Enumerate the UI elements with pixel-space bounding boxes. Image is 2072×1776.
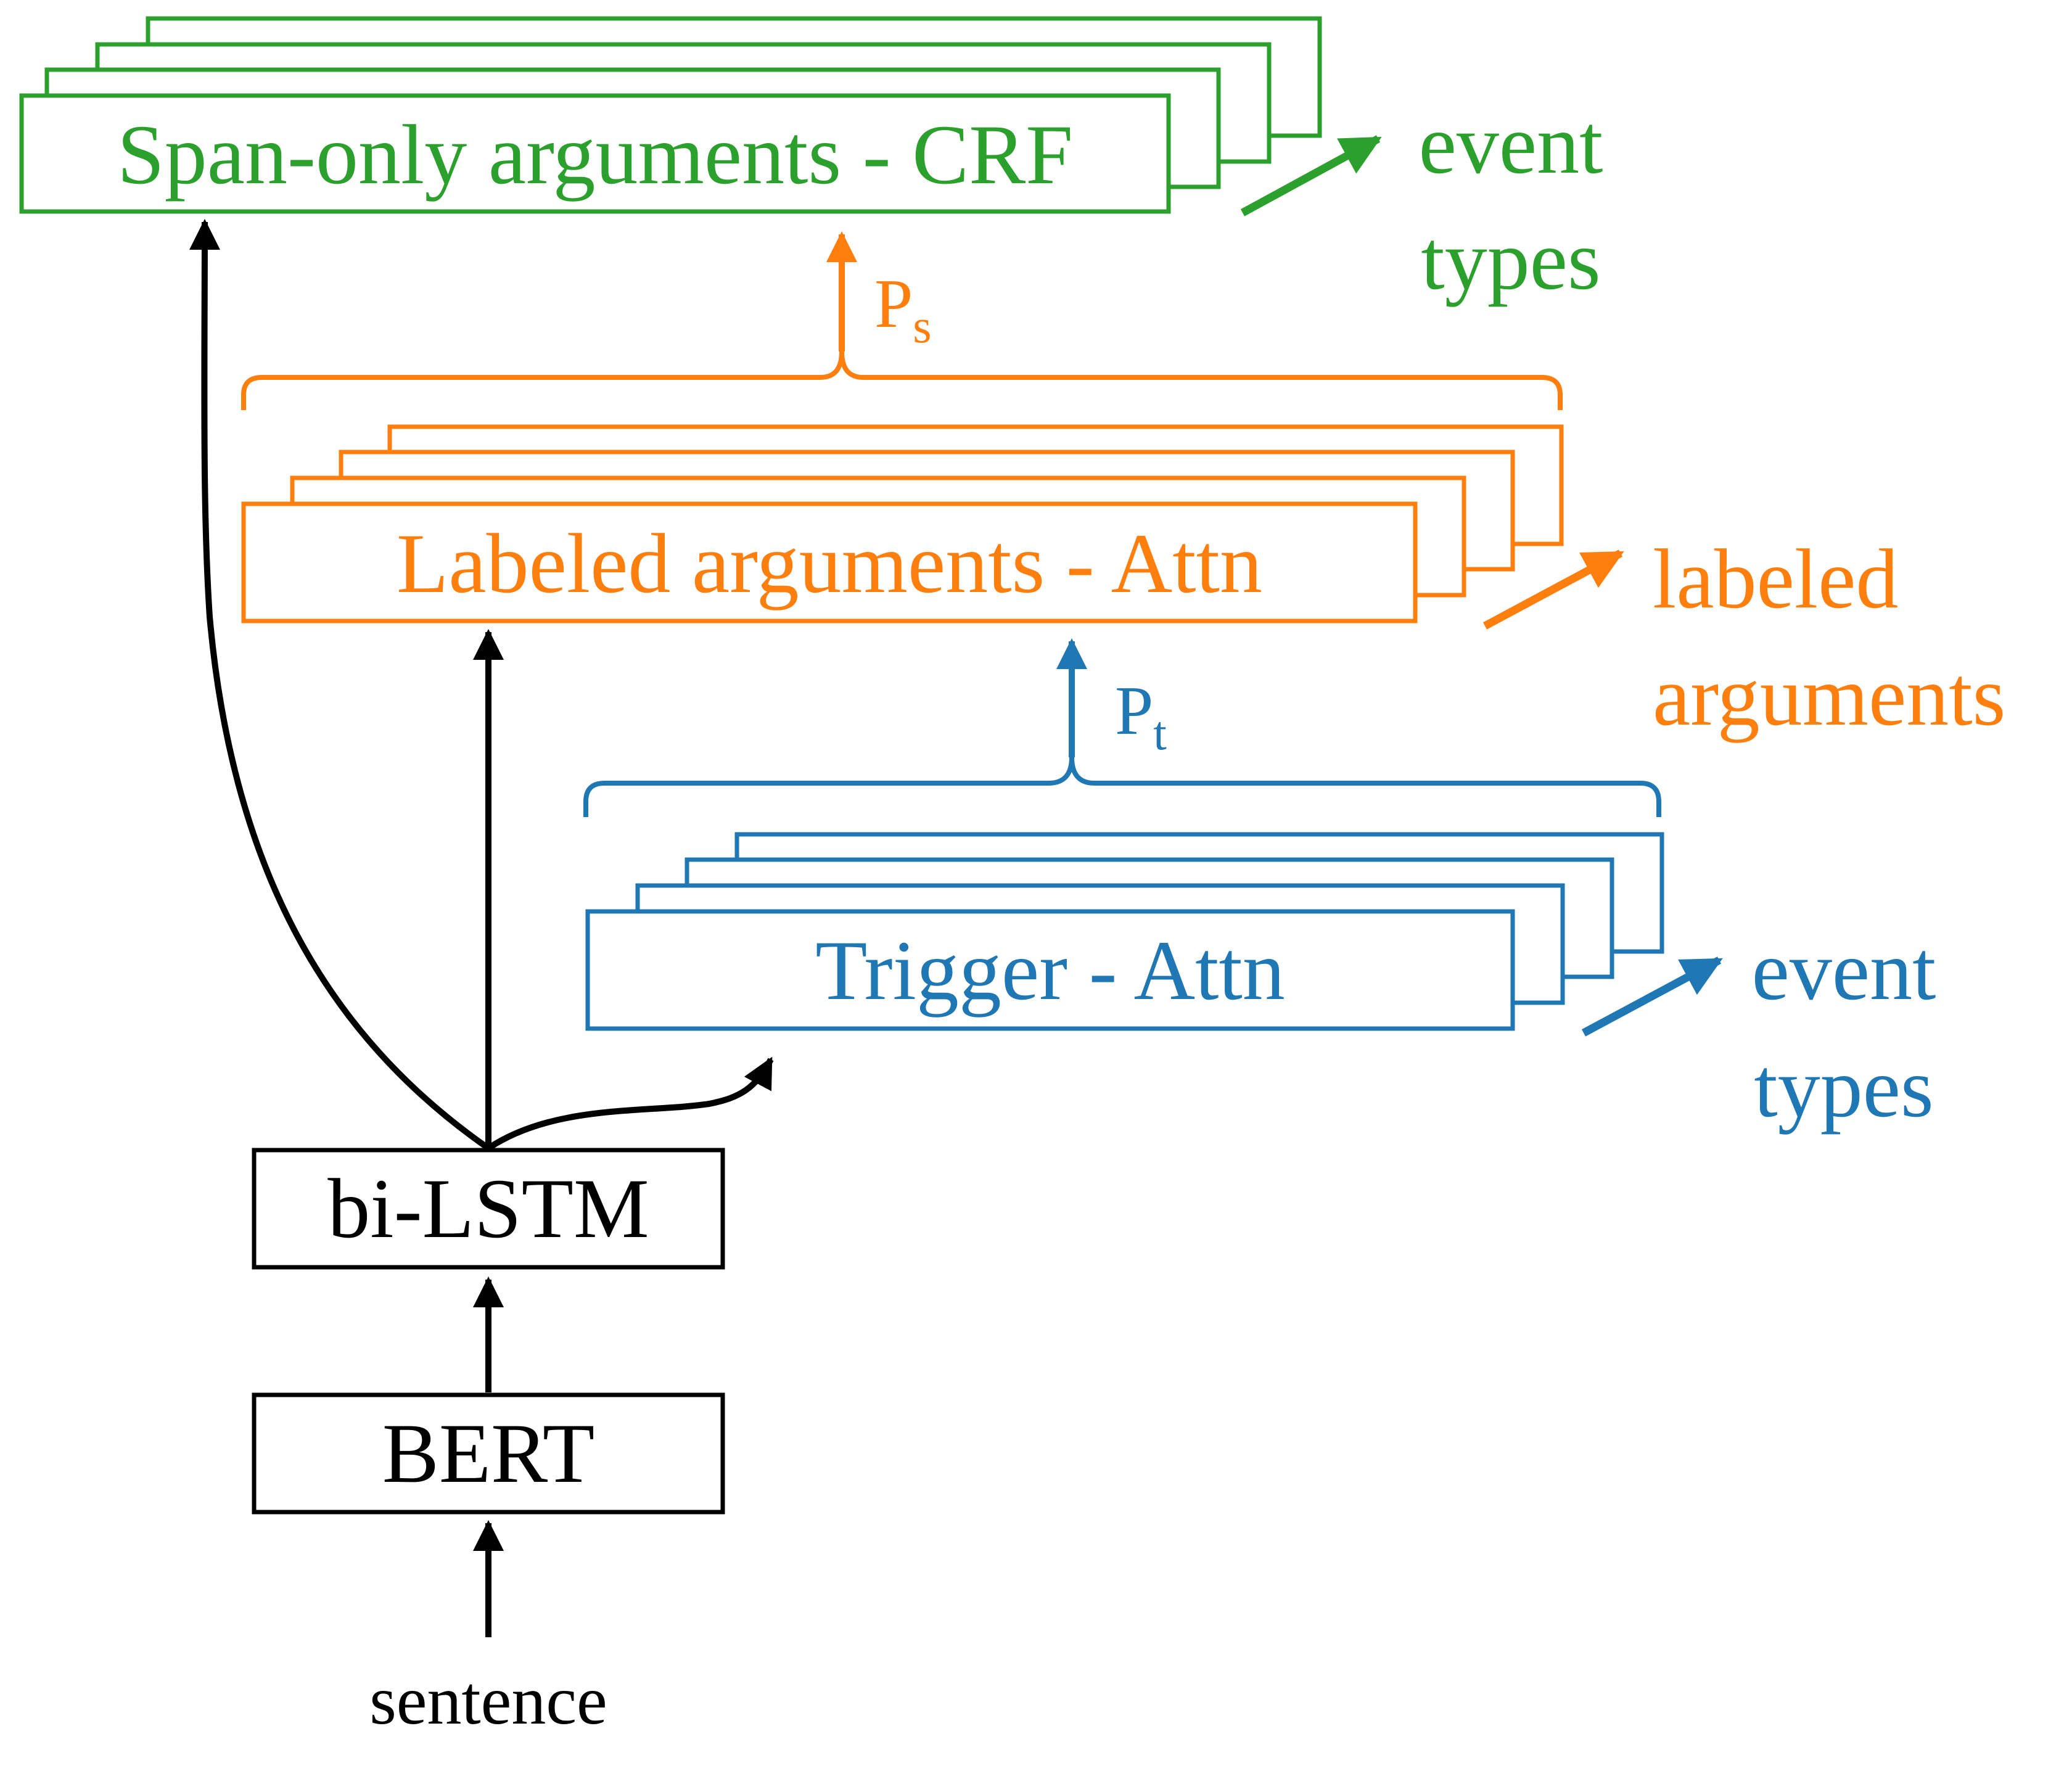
bilstm-label: bi-LSTM	[327, 1161, 649, 1256]
labeled-output-arrow	[1482, 549, 1624, 630]
labeled-output-label-line1: labeled	[1653, 532, 1898, 626]
bilstm-to-span-arrow	[189, 219, 490, 1151]
span-output-label-line1: event	[1419, 97, 1603, 191]
sentence-label: sentence	[369, 1663, 607, 1739]
ps-label: Ps	[874, 266, 932, 353]
pt-label: Pt	[1115, 673, 1167, 760]
span-crf-box	[19, 93, 1171, 214]
labeled-attn-box	[241, 501, 1418, 623]
trigger-output-label-line2: types	[1754, 1040, 1933, 1135]
span-output-label-line2: types	[1421, 213, 1600, 307]
labeled-brace	[241, 351, 1563, 410]
labeled-output-label-line2: arguments	[1653, 649, 2005, 743]
bert-box	[252, 1392, 725, 1515]
span-crf-label: Span-only arguments - CRF	[117, 107, 1073, 202]
labeled-attn-stack	[241, 424, 1564, 623]
bilstm-to-trigger-arrow	[487, 1056, 774, 1151]
span-crf-stack	[19, 16, 1322, 214]
labeled-attn-label: Labeled arguments - Attn	[397, 516, 1262, 610]
bilstm-box	[252, 1148, 725, 1270]
trigger-attn-label: Trigger - Attn	[815, 923, 1285, 1018]
trigger-attn-stack	[585, 832, 1664, 1031]
trigger-attn-box	[585, 909, 1515, 1031]
span-output-arrow	[1240, 135, 1382, 216]
trigger-output-arrow	[1581, 956, 1723, 1037]
bert-label: BERT	[382, 1406, 594, 1500]
trigger-brace	[583, 757, 1661, 817]
trigger-output-label-line1: event	[1752, 923, 1936, 1018]
